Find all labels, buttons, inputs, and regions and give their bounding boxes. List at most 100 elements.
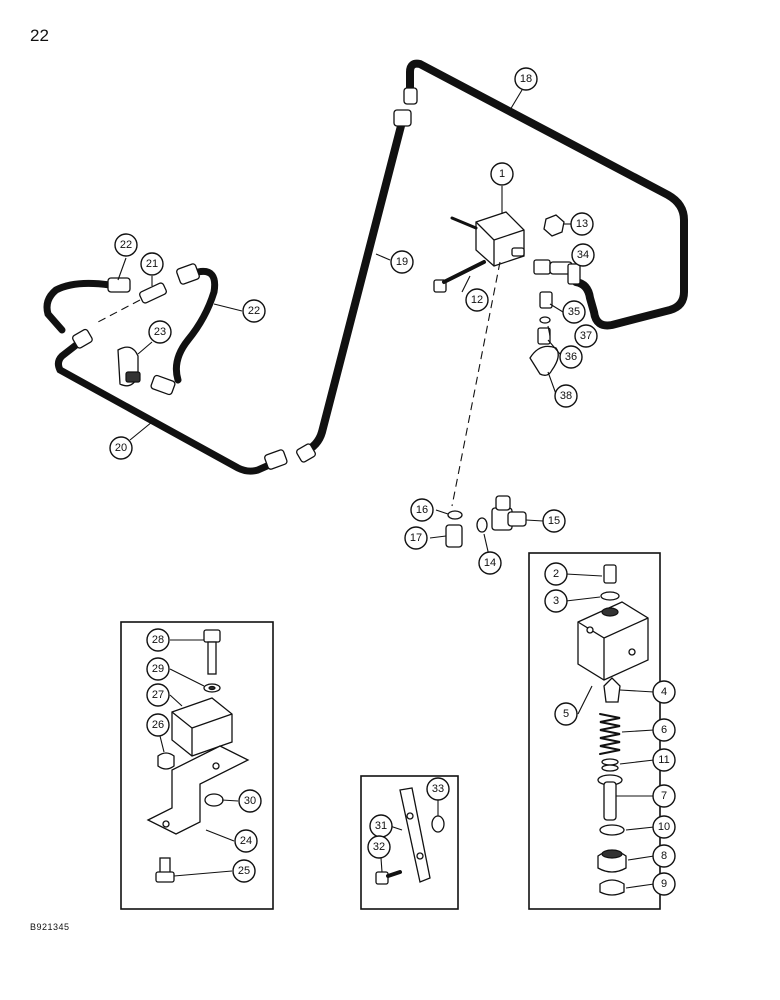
svg-text:1: 1 <box>499 168 505 180</box>
tube-18-nut <box>403 87 418 105</box>
callout-6: 6 <box>652 718 676 742</box>
bolt-32 <box>375 870 402 885</box>
hose-22-right-end-fitting <box>150 374 176 396</box>
svg-text:12: 12 <box>471 294 483 306</box>
callout-31: 31 <box>369 814 393 838</box>
svg-text:27: 27 <box>152 689 164 701</box>
callout-10: 10 <box>652 815 676 839</box>
svg-text:20: 20 <box>115 442 127 454</box>
svg-text:25: 25 <box>238 865 250 877</box>
bolt-12 <box>433 260 486 293</box>
o-ring-14 <box>476 517 488 533</box>
svg-text:21: 21 <box>146 258 158 270</box>
svg-text:18: 18 <box>520 73 532 85</box>
svg-text:34: 34 <box>577 249 589 261</box>
callout-21: 21 <box>140 252 164 276</box>
callout-22-left: 22 <box>114 233 138 257</box>
o-ring-10 <box>599 824 625 836</box>
svg-text:14: 14 <box>484 557 496 569</box>
svg-text:8: 8 <box>661 850 667 862</box>
svg-text:23: 23 <box>154 326 166 338</box>
bracket-23 <box>117 346 141 387</box>
tube-20 <box>54 328 288 475</box>
callout-27: 27 <box>146 683 170 707</box>
callout-3: 3 <box>544 589 568 613</box>
callout-17: 17 <box>404 526 428 550</box>
callout-13: 13 <box>570 212 594 236</box>
svg-text:24: 24 <box>240 835 252 847</box>
callout-24: 24 <box>234 829 258 853</box>
svg-text:9: 9 <box>661 878 667 890</box>
callout-38: 38 <box>554 384 578 408</box>
bracket-24 <box>146 745 250 835</box>
svg-text:22: 22 <box>248 305 260 317</box>
callout-26: 26 <box>146 713 170 737</box>
fitting-34 <box>533 259 581 285</box>
shim-11 <box>601 758 619 772</box>
svg-text:11: 11 <box>658 754 669 766</box>
svg-text:30: 30 <box>244 795 256 807</box>
callout-4: 4 <box>652 680 676 704</box>
nut-26 <box>157 752 175 770</box>
callout-37: 37 <box>574 324 598 348</box>
callout-18: 18 <box>514 67 538 91</box>
svg-text:16: 16 <box>416 504 428 516</box>
callout-11: 11 <box>652 748 676 772</box>
callout-28: 28 <box>146 628 170 652</box>
o-ring-16 <box>447 510 463 520</box>
fitting-2 <box>603 564 617 584</box>
callout-25: 25 <box>232 859 256 883</box>
svg-text:36: 36 <box>565 351 577 363</box>
page-number: 22 <box>30 26 49 45</box>
callout-20: 20 <box>109 436 133 460</box>
svg-text:35: 35 <box>568 306 580 318</box>
svg-text:38: 38 <box>560 390 572 402</box>
svg-text:5: 5 <box>563 708 569 720</box>
svg-text:7: 7 <box>661 790 667 802</box>
clamp-block-27 <box>171 697 233 757</box>
svg-text:26: 26 <box>152 719 164 731</box>
callout-1: 1 <box>490 162 514 186</box>
bolt-28 <box>203 629 221 675</box>
nut-9 <box>599 879 625 896</box>
plate-31 <box>399 787 431 883</box>
plate-panel <box>360 775 459 910</box>
callout-33: 33 <box>426 777 450 801</box>
svg-text:28: 28 <box>152 634 164 646</box>
fitting-36 <box>537 327 551 345</box>
callout-15: 15 <box>542 509 566 533</box>
callout-36: 36 <box>559 345 583 369</box>
callout-5: 5 <box>554 702 578 726</box>
svg-text:33: 33 <box>432 783 444 795</box>
svg-text:6: 6 <box>661 724 667 736</box>
plug-8 <box>597 849 627 873</box>
callout-7: 7 <box>652 784 676 808</box>
tube-19-nut <box>393 109 412 127</box>
callout-30: 30 <box>238 789 262 813</box>
hose-22-right-fitting <box>176 263 200 285</box>
figure-code: B921345 <box>30 922 70 932</box>
washer-29 <box>203 683 221 693</box>
spacer-33 <box>431 815 445 833</box>
leader-lines <box>117 89 655 889</box>
callout-29: 29 <box>146 657 170 681</box>
hose-22-left-fitting <box>107 277 131 293</box>
clamp-38 <box>529 345 559 376</box>
tee-15 <box>491 495 527 531</box>
tube-20-nut <box>72 328 93 349</box>
nut-35 <box>539 291 553 309</box>
bolt-25 <box>155 857 175 883</box>
callout-14: 14 <box>478 551 502 575</box>
svg-text:2: 2 <box>553 568 559 580</box>
svg-text:4: 4 <box>661 686 667 698</box>
elbow-17 <box>445 524 463 548</box>
svg-text:3: 3 <box>553 595 559 607</box>
callout-22-right: 22 <box>242 299 266 323</box>
mounting-bracket-panel <box>120 621 274 910</box>
svg-text:37: 37 <box>580 330 592 342</box>
tube-20-end-nut <box>264 449 288 470</box>
grommet-30 <box>204 793 224 807</box>
svg-text:17: 17 <box>410 532 422 544</box>
callout-8: 8 <box>652 844 676 868</box>
